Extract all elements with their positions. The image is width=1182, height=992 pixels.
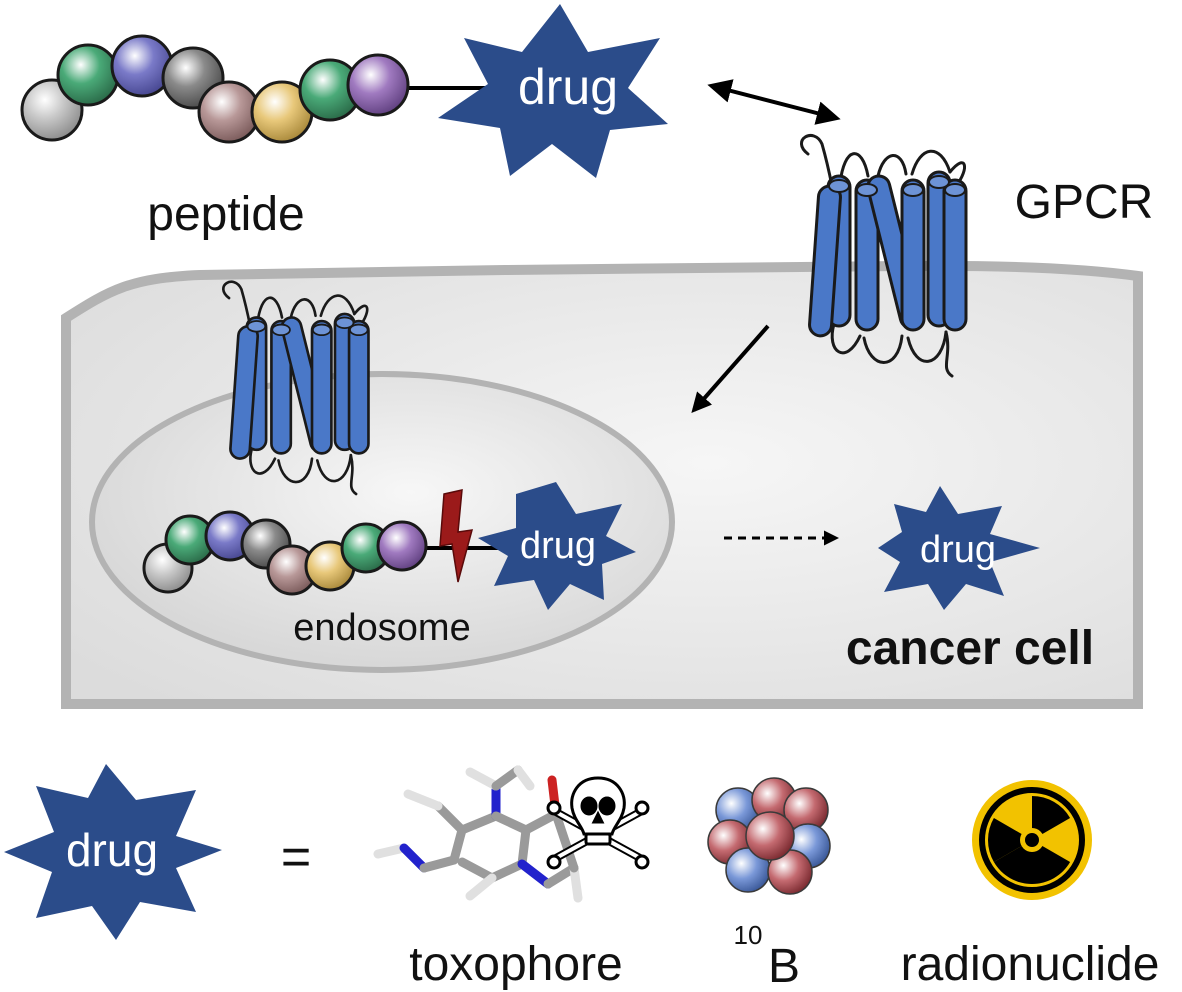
- starburst-icon: [478, 482, 636, 610]
- peptide-bead: [197, 80, 261, 144]
- cancer-cell-label: cancer cell: [846, 622, 1094, 675]
- drug-label-endosome: drug: [520, 525, 596, 567]
- drug-label-legend: drug: [66, 824, 158, 876]
- starburst-icon: [878, 486, 1040, 610]
- drug-starburst-free: drug: [878, 486, 1040, 610]
- cleavage-bolt-icon: [439, 489, 474, 583]
- peptide-bead: [56, 43, 120, 107]
- toxophore-label: toxophore: [409, 938, 623, 991]
- starburst-icon: [4, 764, 222, 940]
- boron-mass-number: 10: [734, 920, 763, 950]
- binding-double-arrow: [707, 79, 841, 125]
- boron-symbol: B: [768, 940, 800, 992]
- drug-label-free: drug: [920, 529, 996, 571]
- drug-label-top: drug: [518, 59, 618, 115]
- peptide-bead: [346, 53, 410, 117]
- drug-starburst-endosome: drug: [478, 482, 636, 610]
- equals-sign: =: [281, 828, 311, 886]
- peptide-chain-endosome: [142, 510, 500, 596]
- skull-crossbones-icon: [546, 776, 650, 870]
- drug-starburst-legend: drug: [4, 764, 222, 940]
- boron-cluster-icon: [707, 777, 831, 895]
- drug-starburst-top: drug: [438, 4, 668, 178]
- internalization-arrow: [691, 324, 770, 414]
- radiation-trefoil-icon: [972, 780, 1092, 900]
- starburst-icon: [438, 4, 668, 178]
- gpcr-label: GPCR: [1015, 176, 1154, 229]
- toxophore-molecule: [373, 765, 650, 903]
- endosome-label: endosome: [293, 607, 470, 649]
- peptide-chain-top: [20, 34, 505, 144]
- peptide-label: peptide: [147, 188, 304, 241]
- peptide-bead: [376, 520, 428, 572]
- radionuclide-label: radionuclide: [901, 938, 1160, 991]
